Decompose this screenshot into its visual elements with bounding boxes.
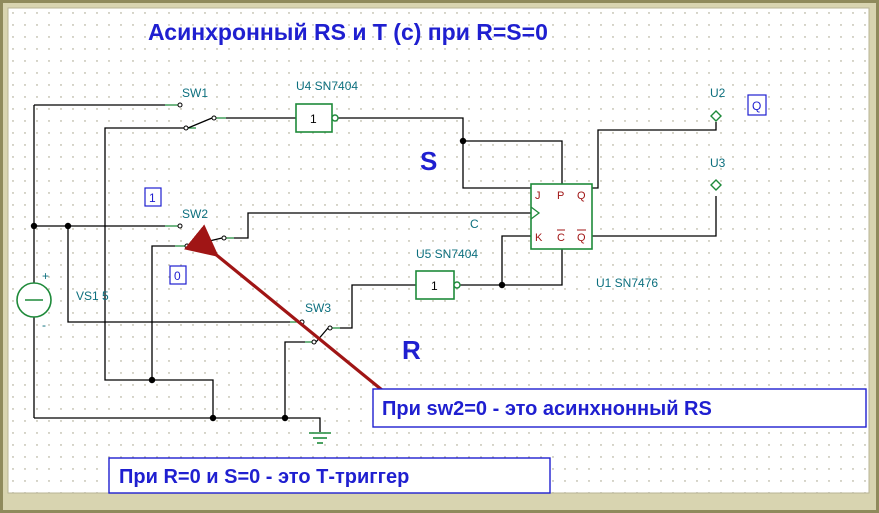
- switch-sw1[interactable]: SW1: [165, 86, 226, 131]
- u5-gate-symbol: 1: [431, 279, 438, 293]
- u5-label: U5 SN7404: [416, 247, 478, 261]
- diagram-title: Асинхронный RS и T (c) при R=S=0: [148, 19, 548, 45]
- wire-sw3-low: [284, 341, 305, 418]
- probe-u3: U3: [710, 156, 726, 191]
- rs-note-box: При R=0 и S=0 - это Т-триггер: [108, 457, 551, 494]
- sw2-state-1: 1: [149, 191, 156, 205]
- sw2-state-0: 0: [174, 269, 181, 283]
- u3-label: U3: [710, 156, 726, 170]
- junctions: [30, 137, 506, 422]
- wire-sw1-low: [104, 127, 185, 381]
- s-signal-label: S: [420, 146, 437, 176]
- vs1-plus: +: [42, 269, 49, 283]
- vs1-label: VS1 5: [76, 289, 109, 303]
- wire-u4-j: [337, 117, 531, 189]
- pin-j: J: [535, 190, 541, 202]
- voltage-source-vs1: + - VS1 5: [16, 269, 109, 332]
- sw2-note: При sw2=0 - это асинхнонный RS: [382, 398, 712, 420]
- r-signal-label: R: [402, 335, 421, 365]
- u4-gate-symbol: 1: [310, 112, 317, 126]
- sw2-state-1-box: 1: [144, 187, 162, 207]
- wire-sw3-u5: [340, 284, 416, 329]
- inverter-u4: 1 U4 SN7404: [295, 79, 358, 133]
- vs1-minus: -: [42, 318, 46, 332]
- wire-sw3-top: [67, 226, 290, 323]
- pin-p: P: [557, 190, 564, 202]
- sw2-note-box: При sw2=0 - это асинхнонный RS: [372, 388, 867, 428]
- wire-s-preset: [463, 140, 563, 184]
- u4-label: U4 SN7404: [296, 79, 358, 93]
- q-probe-label: Q: [752, 99, 761, 113]
- rs-note: При R=0 и S=0 - это Т-триггер: [119, 466, 409, 488]
- u1-label: U1 SN7476: [596, 276, 658, 290]
- pin-qbar: Q: [577, 232, 586, 244]
- sw2-state-0-box: 0: [169, 265, 187, 285]
- wire-ground: [34, 417, 321, 432]
- wire-q-out: [592, 122, 717, 189]
- annotation-arrow: [184, 224, 384, 392]
- u2-label: U2: [710, 86, 726, 100]
- wire-u5-clear: [460, 249, 563, 286]
- pin-c: C: [557, 232, 565, 244]
- pin-q: Q: [577, 190, 586, 202]
- wire-clock: [234, 212, 531, 239]
- pin-k: K: [535, 232, 543, 244]
- switch-sw3[interactable]: SW3: [290, 301, 340, 345]
- wire-qbar-out: [592, 196, 717, 237]
- inverter-u5: 1 U5 SN7404: [415, 247, 478, 300]
- wire-u5-k: [501, 235, 531, 285]
- sw1-label: SW1: [182, 86, 208, 100]
- wires: [33, 104, 717, 432]
- flip-flop-u1: J P Q K C Q U1 SN7476 C: [470, 183, 658, 290]
- sw2-label: SW2: [182, 207, 208, 221]
- sw3-label: SW3: [305, 301, 331, 315]
- clock-label: C: [470, 217, 479, 231]
- ground-symbol: [309, 432, 331, 444]
- probe-u2: U2 Q: [710, 86, 767, 122]
